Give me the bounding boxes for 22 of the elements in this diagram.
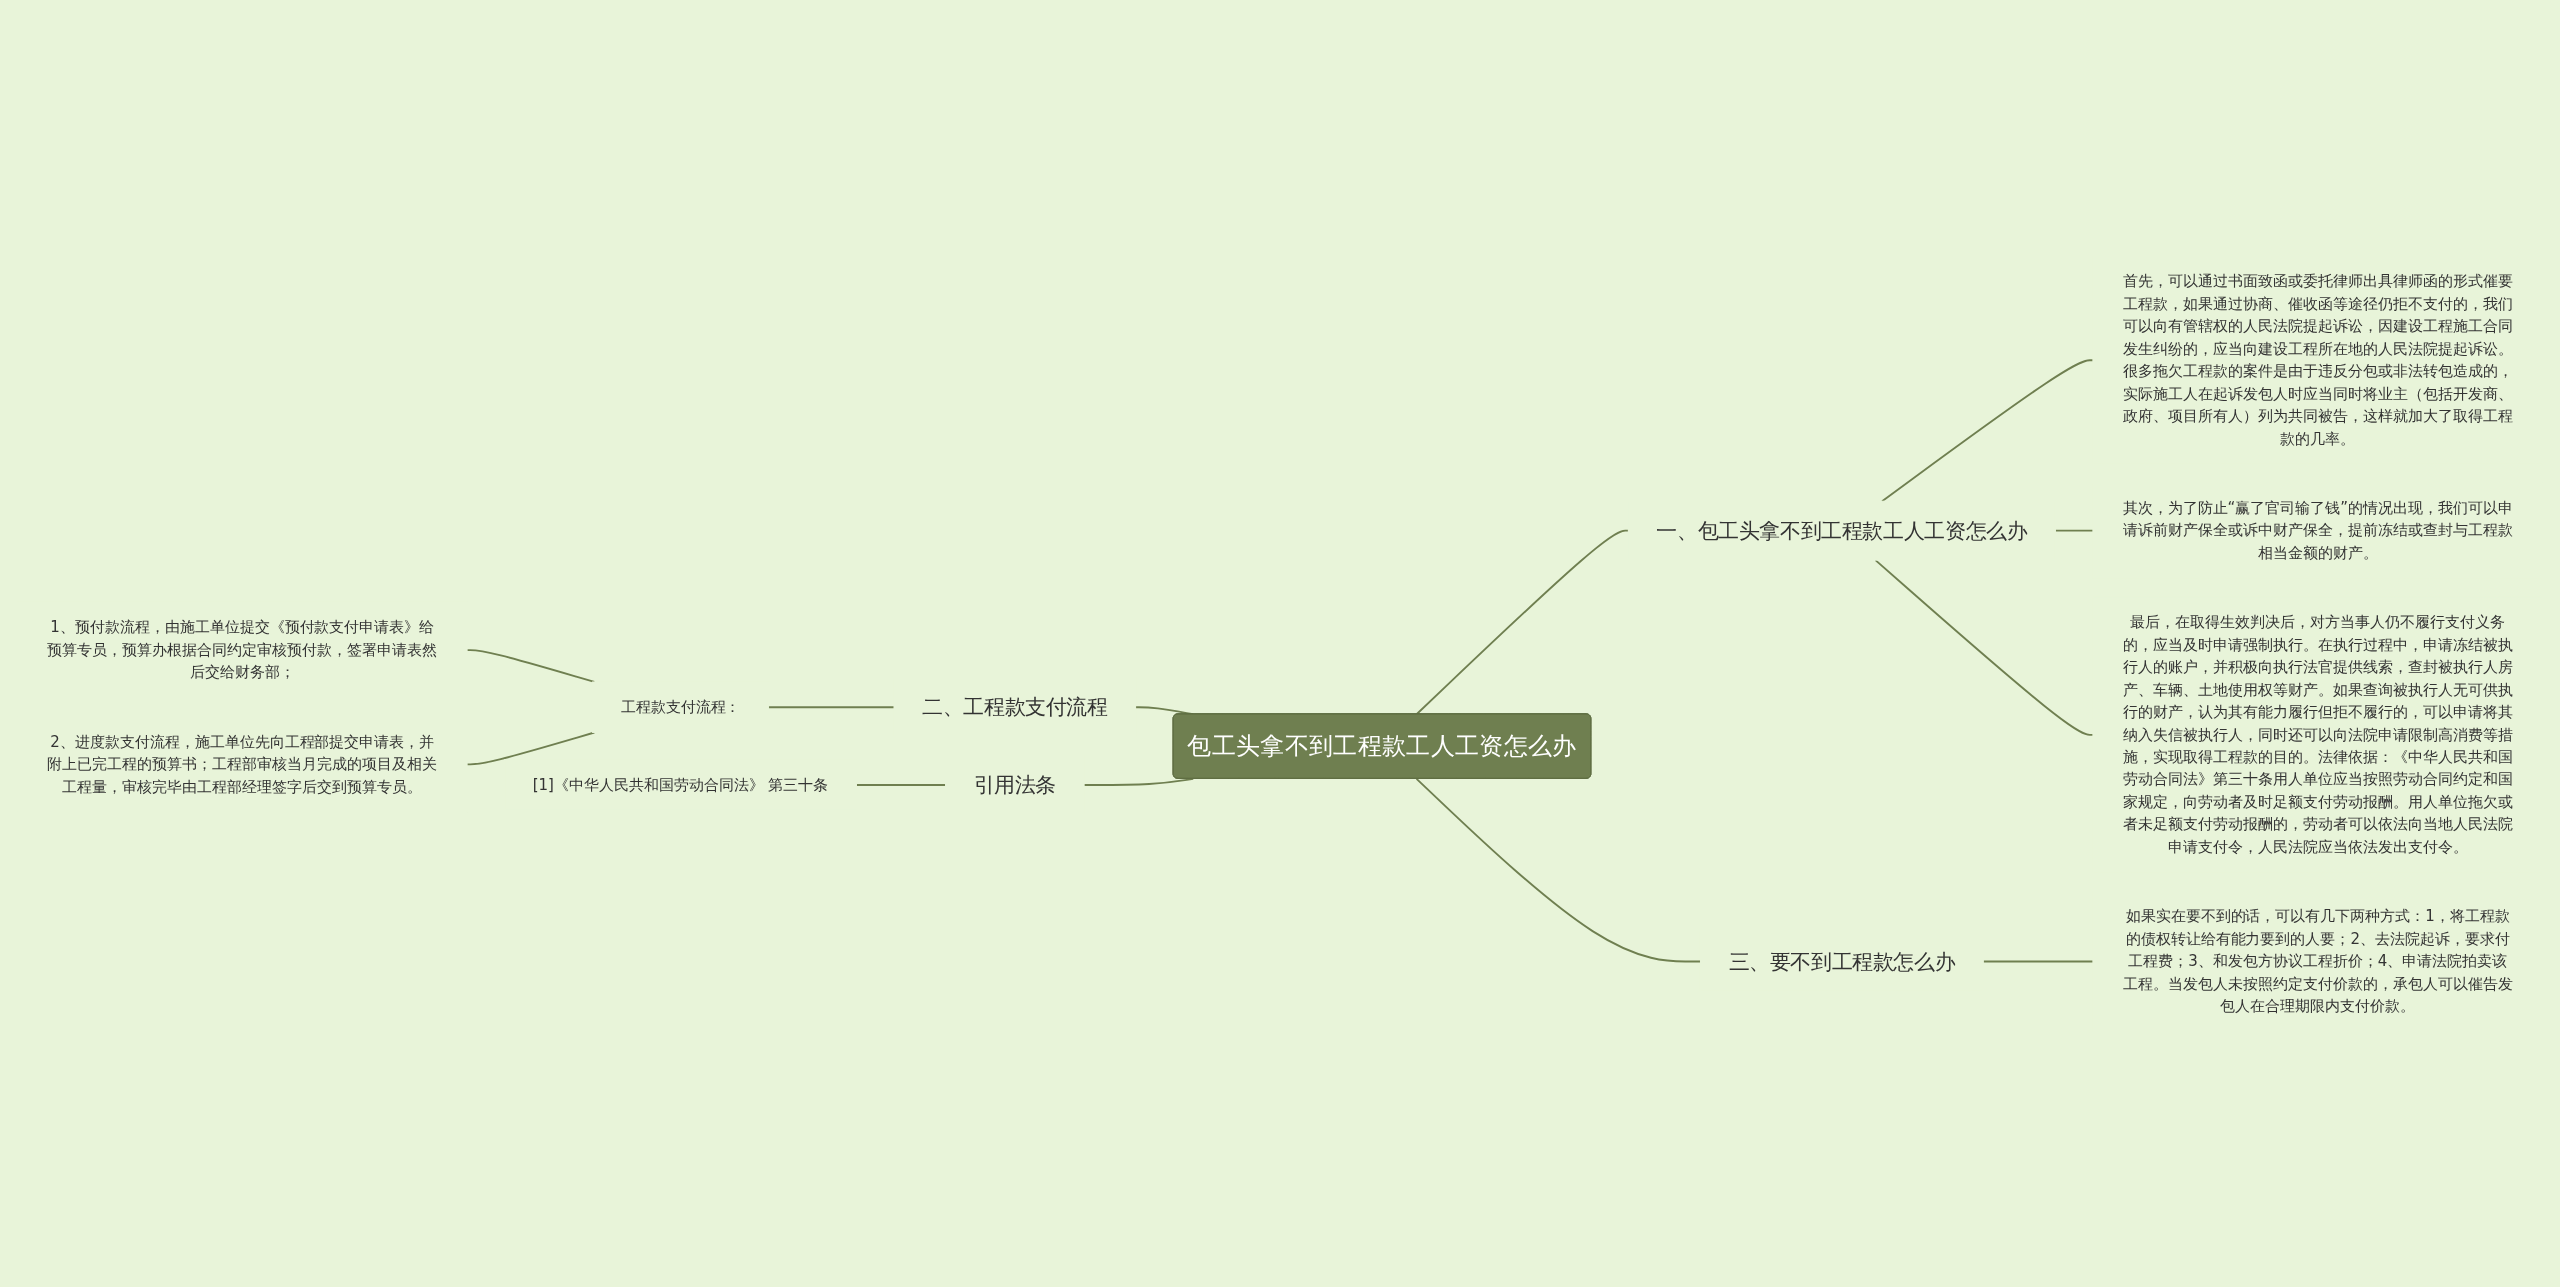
connector — [1083, 777, 1195, 786]
node-text: 2、进度款支付流程，施工单位先向工程部提交申请表，并附上已完工程的预算书；工程部审核当月完成的项目及相关工程量，审核完毕由工程部经理签字后交到预算专员。 — [47, 732, 438, 795]
node-text: 三、要不到工程款怎么办 — [1728, 949, 1956, 973]
node-text: 如果实在要不到的话，可以有几下两种方式：1，将工程款的债权转让给有能力要到的人要；2、去法院起诉，要求付工程费；3、和发包方协议工程折价；4、申请法院拍卖该工程。当发包人未按照约定支付价款的，承包人可以催告发包人在合理期限内支付价款。 — [2122, 906, 2513, 1015]
node-text: 一、包工头拿不到工程款工人工资怎么办 — [1656, 518, 2028, 542]
node-text: 首先，可以通过书面致函或委托律师出具律师函的形式催要工程款，如果通过协商、催收函等途径仍拒不支付的，我们可以向有管辖权的人民法院提起诉讼，因建设工程施工合同发生纠纷的，应当向建设工程所在地的人民法院提起诉讼。很多拖欠工程款的案件是由于违反分包或非法转包造成的，实际施工人在起诉发包人时应当同时将业主（包括开发商、政府、项目所有人）列为共同被告，这样就加大了取得工程款的几率。 — [2122, 271, 2513, 447]
connector — [466, 731, 596, 765]
node-text: 工程款支付流程： — [620, 697, 741, 716]
connector — [1415, 529, 1630, 715]
connector — [1881, 358, 2094, 502]
node-text: 二、工程款支付流程 — [922, 695, 1108, 719]
node-text: 引用法条 — [973, 772, 1057, 797]
connector — [1874, 558, 2094, 736]
node-text: 1、预付款流程，由施工单位提交《预付款支付申请表》给预算专员，预算办根据合同约定审核预付款，签署申请表然后交给财务部； — [47, 617, 438, 681]
node-text: 最后，在取得生效判决后，对方当事人仍不履行支付义务的，应当及时申请强制执行。在执行过程中，申请冻结被执行人的账户，并积极向执行法官提供线索，查封被执行人房产、车辆、土地使用权等财产。如果查询被执行人无可供执行的财产，认为其有能力履行但拒不履行的，可以申请将其纳入失信被执行人，同时还可以向法院申请限制高消费等措施，实现取得工程款的目的。法律依据：《中华人民共和国劳动合同法》第三十条用人单位应当按照劳动合同约定和国家规定，向劳动者及时足额支付劳动报酬。用人单位拖欠或者未足额支付劳动报酬的，劳动者可以依法向当地人民法院申请支付令，人民法院应当依法发出支付令。 — [2122, 612, 2513, 856]
connector — [2054, 529, 2094, 532]
connector — [855, 783, 947, 786]
connector — [767, 705, 895, 708]
connector — [1415, 777, 1702, 962]
node-text: 其次，为了防止“赢了官司输了钱”的情况出现，我们可以申请诉前财产保全或诉中财产保全，提前冻结或查封与工程款相当金额的财产。 — [2122, 498, 2513, 562]
node-text: [1]《中华人民共和国劳动合同法》 第三十条 — [532, 775, 829, 793]
connector — [1982, 960, 2094, 962]
